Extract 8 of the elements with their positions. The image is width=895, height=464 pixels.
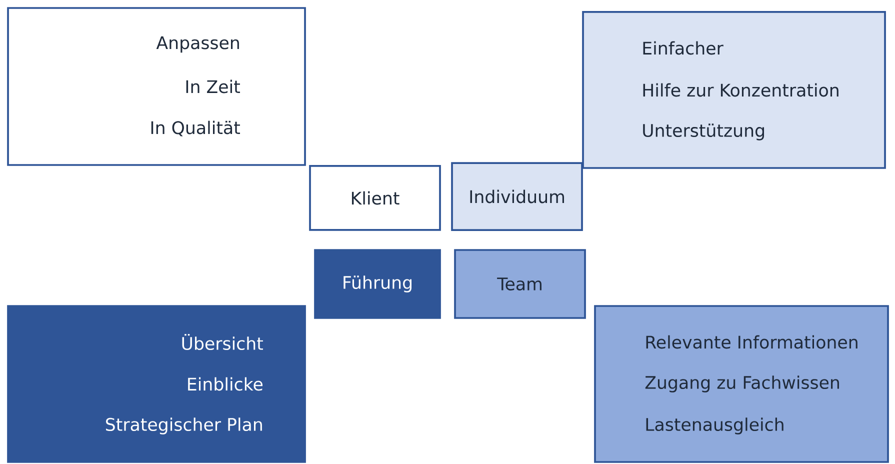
- quadrant-box: Individuum: [451, 162, 583, 231]
- quadrant-box: Führung: [314, 249, 441, 319]
- note-card: Einfacher Hilfe zur Konzentration Unterstützung: [582, 11, 886, 169]
- note-card: Relevante Informationen Zugang zu Fachwissen Lastenausgleich: [594, 305, 889, 463]
- quadrant-box: Team: [454, 249, 586, 319]
- quadrant-box: Klient: [309, 165, 441, 231]
- note-card: Anpassen In Zeit In Qualität: [7, 7, 306, 166]
- note-card: Übersicht Einblicke Strategischer Plan: [7, 305, 306, 463]
